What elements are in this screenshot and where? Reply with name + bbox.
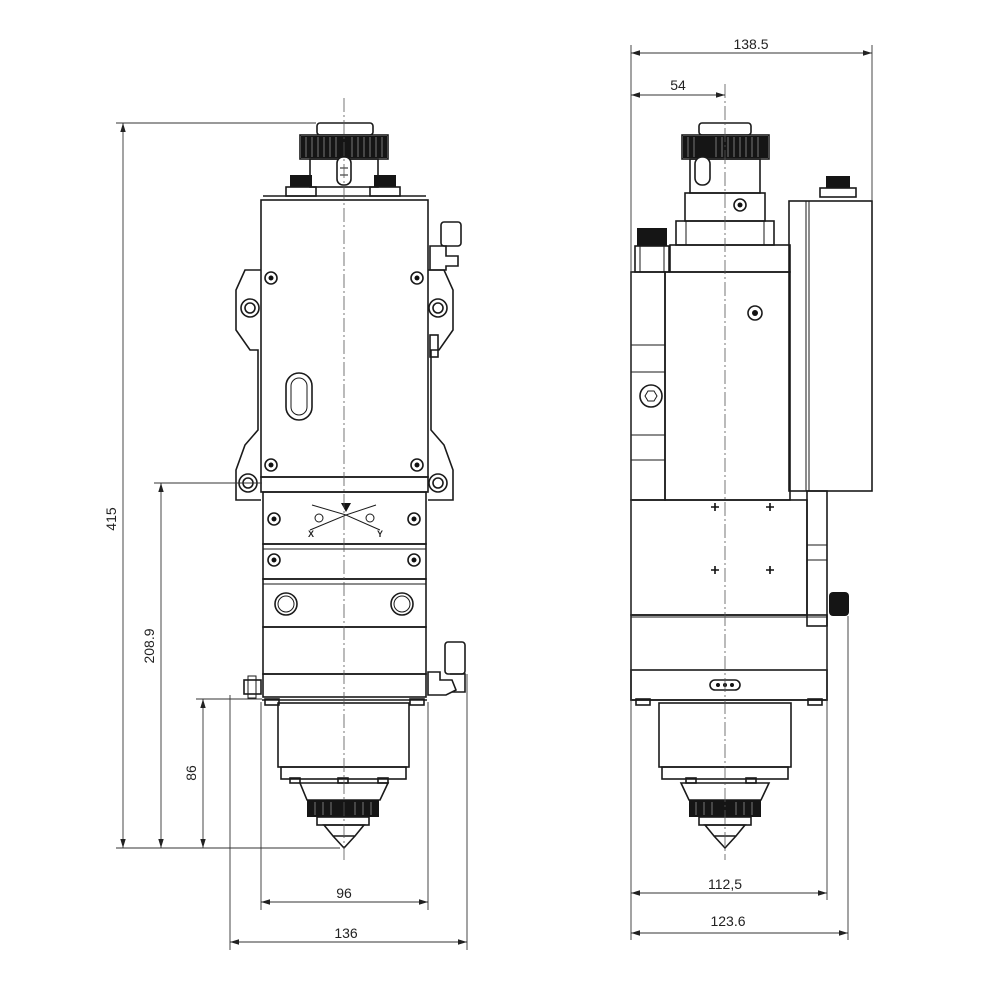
side-left-bracket xyxy=(630,271,666,501)
front-plate-4 xyxy=(262,626,427,675)
dim-side-body-width: 112,5 xyxy=(708,876,742,892)
front-plate-3 xyxy=(262,578,427,628)
dim-body-width: 96 xyxy=(336,885,352,901)
dim-overall-width: 136 xyxy=(334,925,358,941)
y-axis-label: Y xyxy=(377,529,383,539)
side-left-fitting xyxy=(634,228,670,273)
front-plate-5 xyxy=(262,673,427,698)
x-axis-label: X xyxy=(308,529,314,539)
side-adjust-knob xyxy=(829,592,849,616)
side-lower-marks xyxy=(711,503,774,574)
front-main-housing xyxy=(260,199,429,478)
front-housing-screws xyxy=(264,271,424,472)
side-lower-body xyxy=(630,499,808,616)
dim-nozzle-height: 86 xyxy=(183,765,199,781)
dim-overall-height: 415 xyxy=(103,507,119,531)
xy-adjustment-engraving: X Y xyxy=(308,503,383,539)
front-nozzle-body xyxy=(277,702,410,768)
front-left-bracket xyxy=(235,269,261,501)
side-sensor-module xyxy=(788,176,873,492)
side-main-body xyxy=(664,271,791,501)
side-view xyxy=(630,84,873,860)
side-view-dimensions: 138.5 54 112,5 123.6 xyxy=(630,36,873,940)
front-view-dimensions: 415 208.9 86 96 136 xyxy=(103,122,468,950)
dim-side-overall-width: 138.5 xyxy=(733,36,768,52)
front-plate-screws xyxy=(267,512,421,616)
front-lower-fittings xyxy=(243,641,466,699)
front-plate-1 xyxy=(262,491,427,545)
dim-side-base-width: 123.6 xyxy=(710,913,745,929)
front-slot xyxy=(285,372,313,421)
dim-lower-height: 208.9 xyxy=(141,628,157,663)
dim-side-offset: 54 xyxy=(670,77,686,93)
side-top-connector xyxy=(675,122,775,246)
front-right-bracket xyxy=(428,269,454,501)
front-right-fitting-top xyxy=(429,221,462,358)
front-view: X Y xyxy=(235,98,466,860)
front-top-fittings xyxy=(285,175,401,197)
